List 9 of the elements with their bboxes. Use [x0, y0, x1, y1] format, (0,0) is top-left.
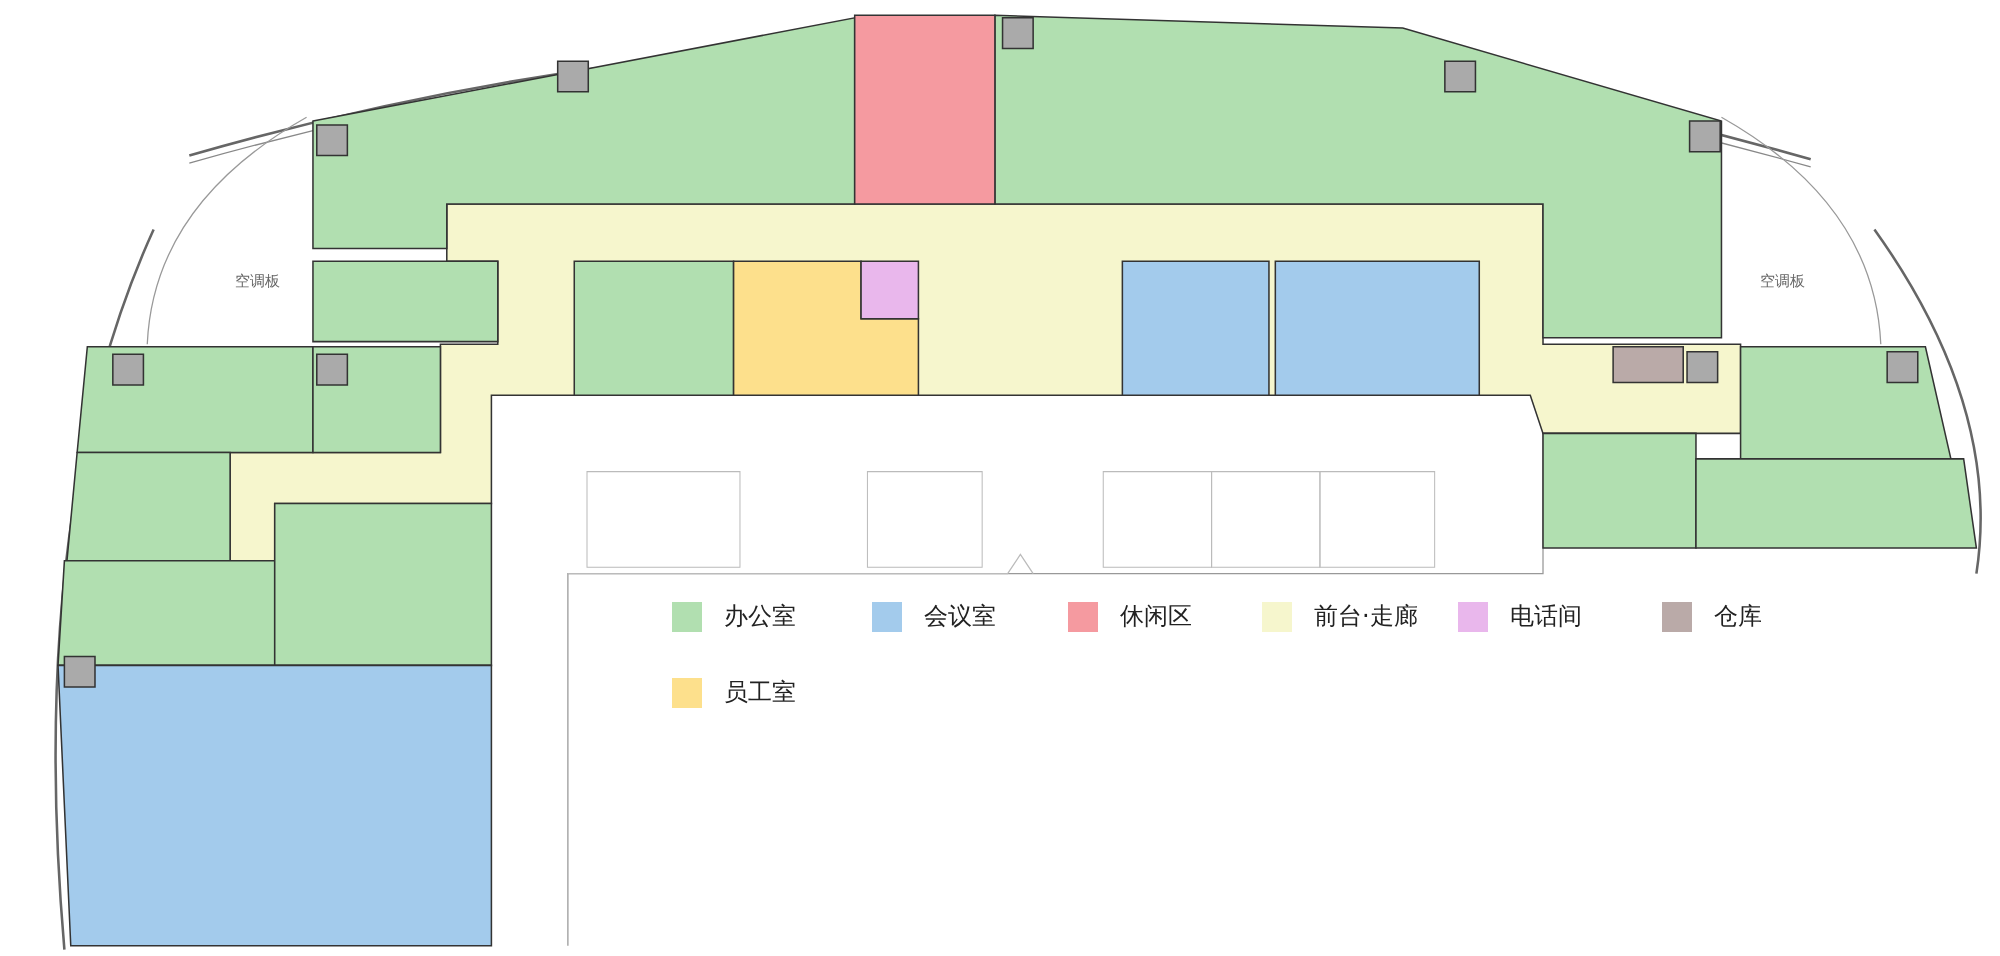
area-label: 空调板: [1760, 272, 1805, 291]
legend-label: 仓库: [1714, 601, 1762, 632]
legend-label: 员工室: [724, 677, 796, 708]
area-label: 空调板: [235, 272, 280, 291]
legend-label: 办公室: [724, 601, 796, 632]
legend-label: 前台·走廊: [1314, 601, 1418, 632]
legend-label: 电话间: [1510, 601, 1582, 632]
legend-label: 会议室: [924, 601, 996, 632]
legend-label: 休闲区: [1120, 601, 1192, 632]
